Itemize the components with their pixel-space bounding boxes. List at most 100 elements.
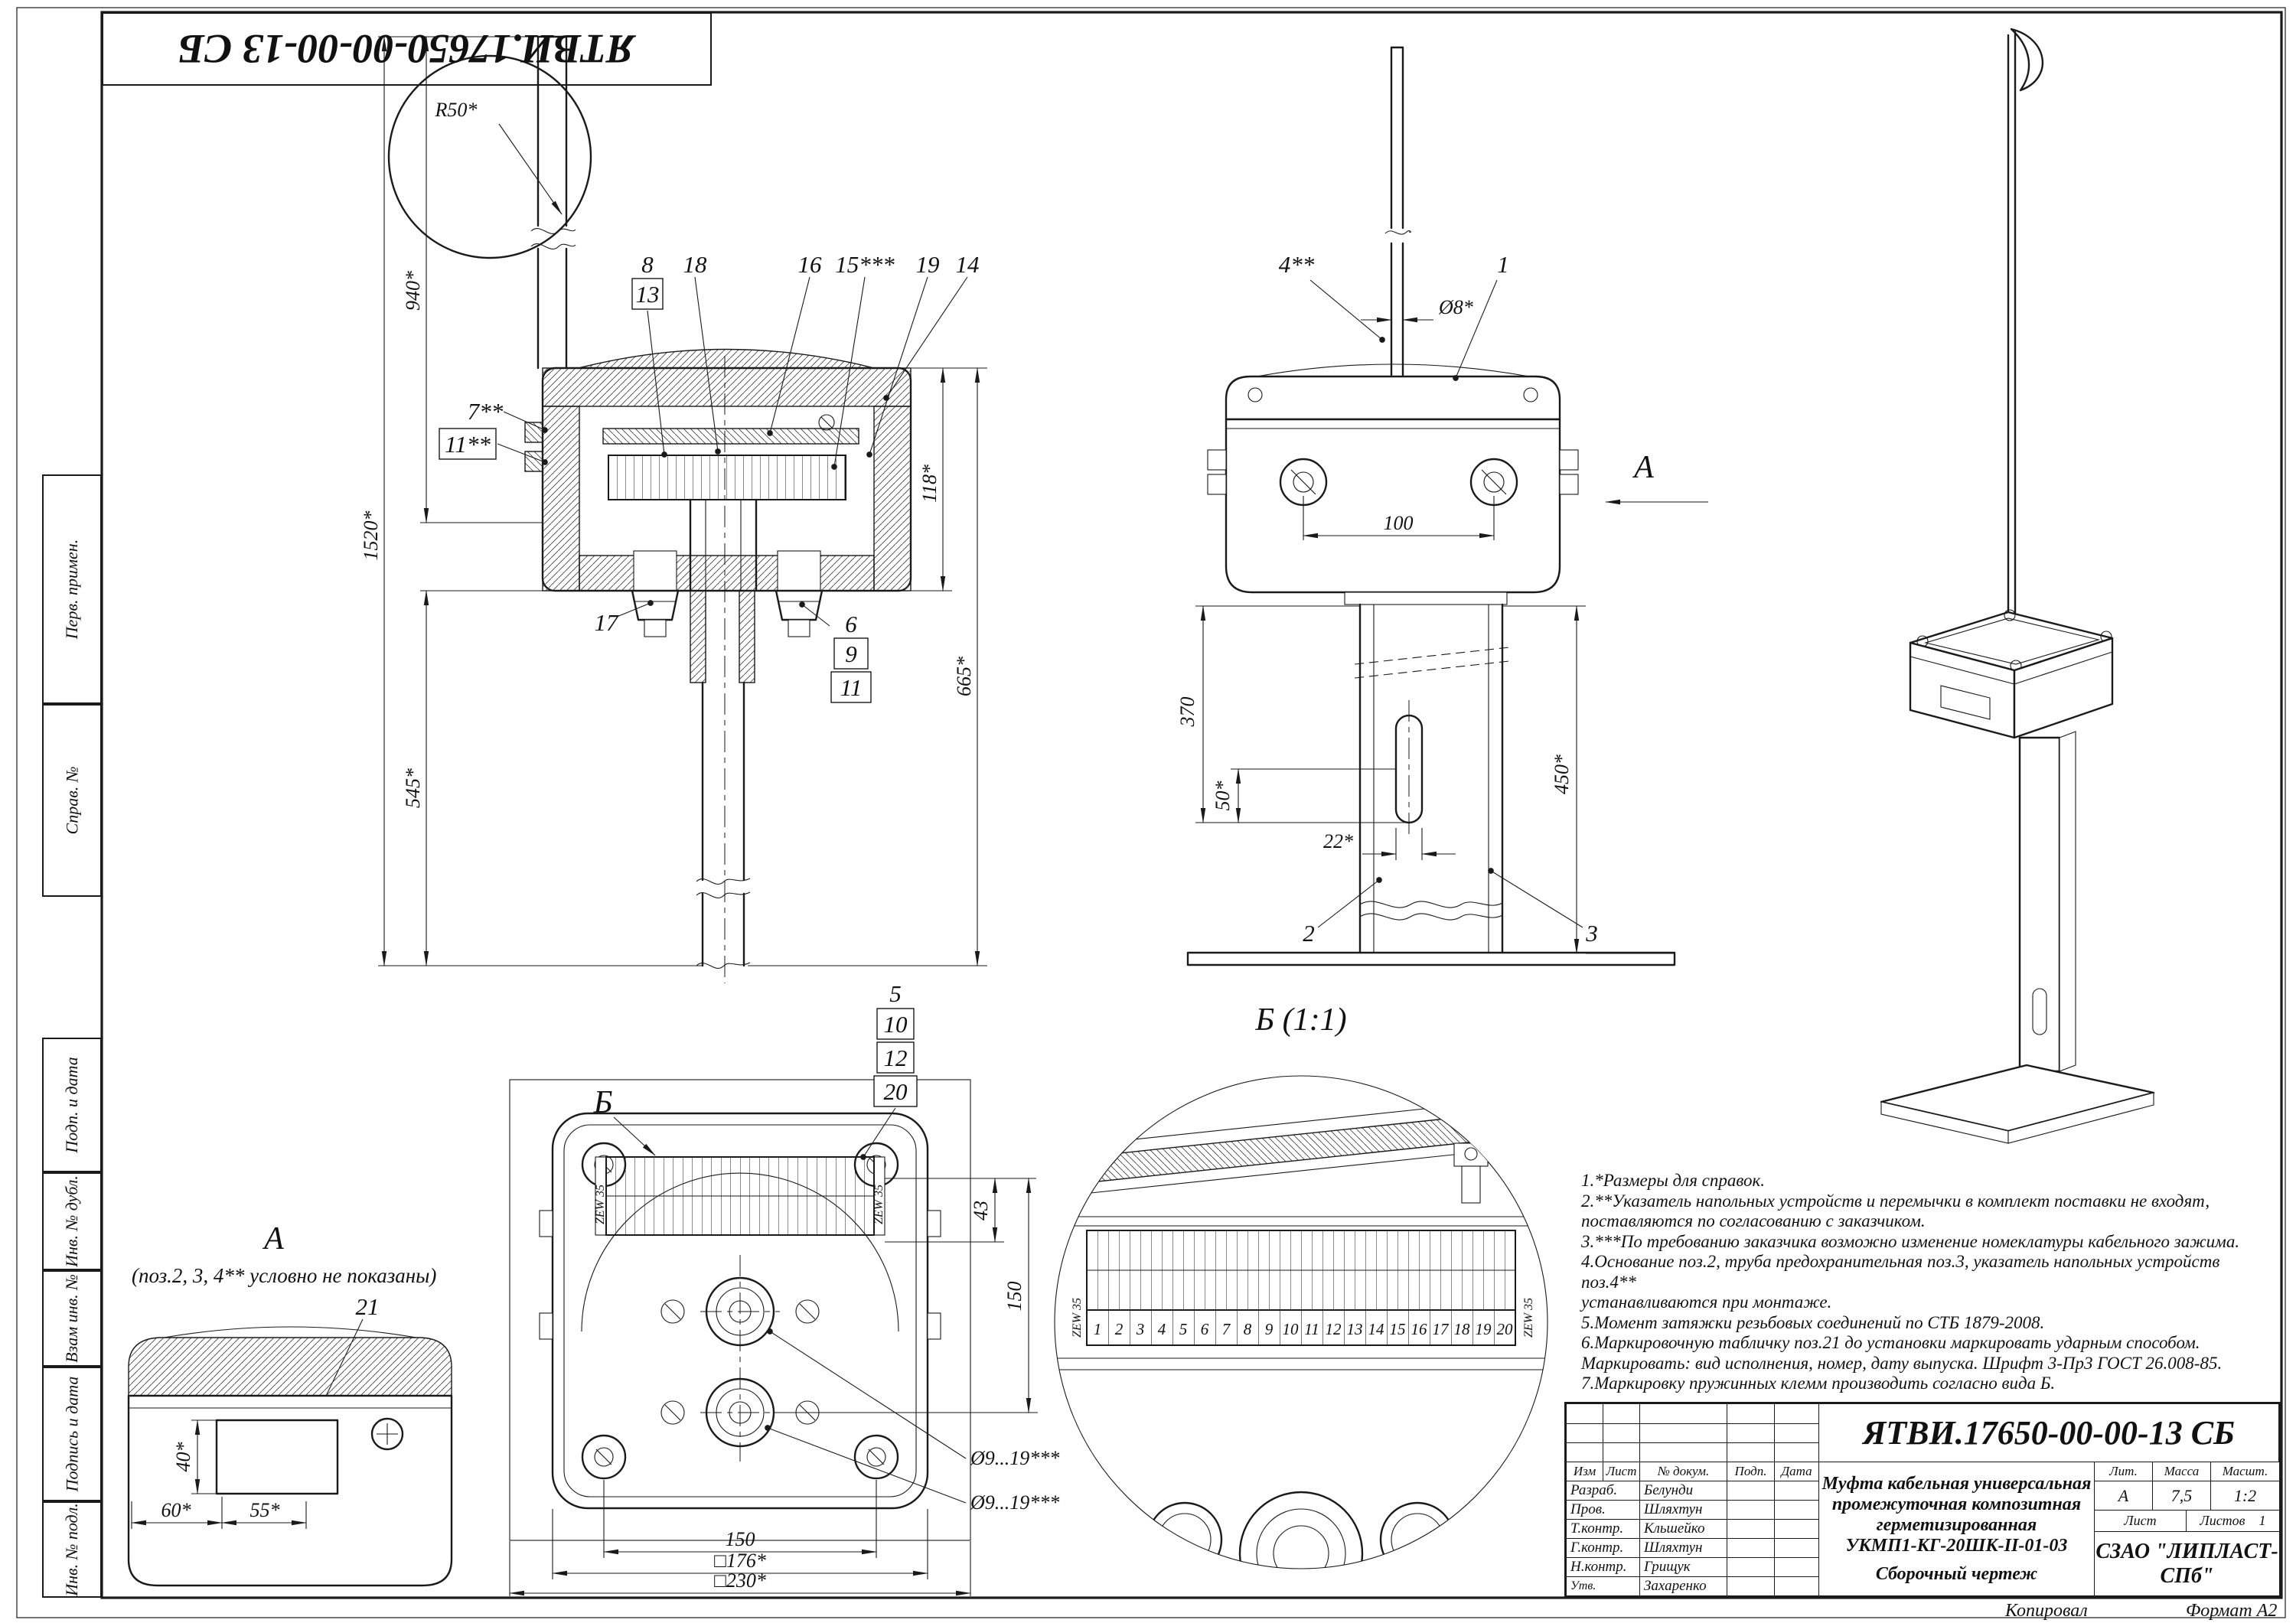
marking-plate [215, 1419, 339, 1495]
tb-sheets-label: Листов [2200, 1513, 2245, 1528]
margin-cell-perv-primen: Перв. примен. [42, 474, 102, 704]
tb-lit-value: А [2095, 1481, 2153, 1511]
doc-number-stamp-text: ЯТВИ.17650-00-00-13 СБ [178, 26, 635, 72]
side-section-view: R50* [360, 35, 987, 983]
box-right-face [2013, 637, 2114, 739]
top-view-dimensions: 43 150 150 □176* □230* Ø9...19*** Ø9...1… [509, 1178, 1059, 1596]
dim-1520: 1520* [360, 511, 382, 561]
dim-22: 22* [1323, 830, 1353, 852]
callout-5: 5 [889, 980, 902, 1007]
callout-12: 12 [884, 1045, 908, 1071]
callout-6: 6 [845, 611, 857, 637]
round-sign [387, 54, 592, 259]
tb-sheet-label: Лист [2095, 1511, 2187, 1532]
zew-label-right: ZEW 35 [1522, 1298, 1535, 1338]
detail-glands [1146, 1491, 1456, 1569]
callout-4: 4** [1279, 251, 1315, 278]
note-line: поставляются по согласованию с заказчико… [1581, 1211, 1926, 1230]
tb-doc-type: Сборочный чертеж [1875, 1563, 2038, 1584]
view-a-subtitle: (поз.2, 3, 4** условно не показаны) [132, 1264, 436, 1287]
cable-gland-top-1 [700, 1276, 780, 1347]
margin-cell-podp-data-1: Подп. и дата [42, 1038, 102, 1172]
dim-r50: R50* [435, 99, 478, 121]
terminal-number-row [1086, 1309, 1516, 1346]
terminal-2: 2 [1115, 1320, 1124, 1338]
callout-18: 18 [683, 251, 708, 278]
callout-2: 2 [1303, 920, 1315, 947]
tb-doc-number: ЯТВИ.17650-00-00-13 СБ [1819, 1404, 2279, 1462]
tb-header-doc: № докум. [1640, 1462, 1727, 1481]
cable-gland-top-2 [700, 1377, 780, 1448]
callout-19: 19 [916, 251, 940, 278]
base-plate [1186, 951, 1676, 966]
dim-665: 665* [953, 657, 975, 696]
dim-40: 40* [172, 1442, 194, 1472]
callout-17: 17 [595, 609, 620, 636]
zew-label-left-top: ZEW 35 [594, 1185, 607, 1224]
doc-number-stamp: ЯТВИ.17650-00-00-13 СБ [102, 12, 712, 86]
view-a: А (поз.2, 3, 4** условно не показаны) 21… [127, 1221, 453, 1587]
tb-mass-label: Масса [2153, 1462, 2211, 1481]
tb-name-0: Белунди [1640, 1481, 1727, 1501]
cable-gland-left [631, 589, 680, 621]
dim-60: 60* [161, 1499, 191, 1521]
marking-plate-iso [1940, 685, 1991, 720]
dim-176: □176* [714, 1550, 766, 1572]
callout-10: 10 [884, 1011, 908, 1038]
tb-scale-label: Масшт. [2211, 1462, 2279, 1481]
detail-clamp [1453, 1142, 1489, 1204]
dim-gland-2: Ø9...19*** [970, 1491, 1059, 1514]
detail-b-view: Б (1:1) ZEW 35 ZEW 35 1 2 3 [1054, 1002, 1548, 1569]
tb-header-podp: Подп. [1727, 1462, 1775, 1481]
terminal-19: 19 [1476, 1320, 1492, 1338]
footer-format: Формат А2 [2186, 1601, 2278, 1621]
tb-title-line: промежуточная композитная [1831, 1494, 2082, 1514]
terminal-17: 17 [1433, 1320, 1450, 1338]
terminal-18: 18 [1454, 1320, 1471, 1338]
dim-43: 43 [970, 1201, 992, 1221]
note-line: Маркировать: вид исполнения, номер, дату… [1581, 1353, 2223, 1373]
tb-mass-value: 7,5 [2153, 1481, 2211, 1511]
callout-13: 13 [636, 281, 660, 308]
detail-b-marker: Б [593, 1085, 613, 1120]
tb-name-1: Шляхтун [1640, 1501, 1727, 1520]
indicator-flag [2010, 28, 2044, 92]
tb-header-data: Дата [1775, 1462, 1819, 1481]
note-line: 3.***По требованию заказчика возможно из… [1581, 1231, 2240, 1251]
terminal-6: 6 [1201, 1320, 1209, 1338]
terminal-10: 10 [1283, 1320, 1300, 1338]
dim-150-right: 150 [1003, 1282, 1026, 1312]
callout-3: 3 [1585, 920, 1598, 947]
front-view: А Ø8* 100 370 50* 22* 450* 4** [1176, 46, 1708, 966]
dim-50: 50* [1212, 781, 1234, 811]
zew-label-left: ZEW 35 [1071, 1298, 1084, 1338]
terminal-7: 7 [1222, 1320, 1231, 1338]
terminal-4: 4 [1158, 1320, 1166, 1338]
technical-notes: 1.*Размеры для справок. 2.**Указатель на… [1581, 1171, 2274, 1394]
cable-gland-right [775, 589, 823, 621]
terminal-1: 1 [1094, 1320, 1102, 1338]
tb-scale-value: 1:2 [2211, 1481, 2279, 1511]
terminal-8: 8 [1244, 1320, 1252, 1338]
tb-role-2: Т.контр. [1567, 1520, 1640, 1539]
terminal-3: 3 [1136, 1320, 1145, 1338]
isometric-view [1880, 28, 2155, 1144]
tb-title-line: УКМП1-КГ-20ШК-II-01-03 [1845, 1535, 2068, 1556]
margin-label: Инв. № подл. [62, 1503, 81, 1596]
zew-label-right-top: ZEW 35 [872, 1185, 885, 1224]
note-line: 2.**Указатель напольных устройств и пере… [1581, 1191, 2210, 1211]
callout-15: 15*** [835, 251, 895, 278]
note-line: 6.Маркировочную табличку поз.21 до устан… [1581, 1333, 2200, 1352]
note-line: 4.Основание поз.2, труба предохранительн… [1581, 1252, 2220, 1292]
margin-cell-inv-podl: Инв. № подл. [42, 1501, 102, 1598]
title-block: Изм Лист № докум. Подп. Дата Разраб. Бел… [1564, 1402, 2281, 1598]
terminal-13: 13 [1347, 1320, 1363, 1338]
terminal-5: 5 [1179, 1320, 1188, 1338]
terminal-11: 11 [1304, 1320, 1319, 1338]
dim-8: Ø8* [1438, 296, 1473, 318]
footer-kopiroval: Копировал [2005, 1601, 2088, 1621]
dim-450: 450* [1551, 754, 1573, 794]
callout-8: 8 [641, 251, 654, 278]
